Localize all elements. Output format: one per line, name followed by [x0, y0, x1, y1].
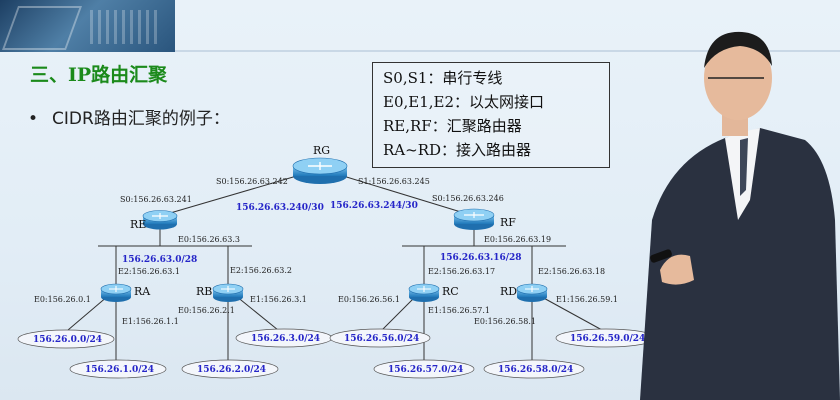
- label-a-e1: E1:156.26.1.1: [122, 317, 179, 326]
- net-n57-oval: 156.26.57.0/24: [373, 359, 475, 379]
- net-gf: 156.26.63.244/30: [330, 201, 418, 211]
- label-b-e2: E2:156.26.63.2: [230, 266, 292, 275]
- label-d-e2: E2:156.26.63.18: [538, 267, 605, 276]
- router-b: [212, 283, 244, 302]
- label-a-e2: E2:156.26.63.1: [118, 267, 180, 276]
- router-e-icon: [152, 213, 168, 219]
- router-b-icon: [221, 286, 235, 292]
- link-g-f: [339, 174, 475, 217]
- router-d-label: RD: [500, 285, 517, 298]
- legend-row-aggregation: RE,RF：汇聚路由器: [383, 117, 522, 135]
- clicker-icon: [650, 249, 672, 263]
- presenter-jacket: [640, 128, 840, 400]
- slide-title: 三、IP路由汇聚: [30, 64, 168, 86]
- router-d-icon: [525, 286, 539, 292]
- router-e: [142, 210, 178, 230]
- link-a-n0: [67, 295, 109, 331]
- net-n58: 156.26.58.0/24: [498, 365, 573, 375]
- bullet-dot-icon: •: [28, 109, 39, 129]
- net-n2-oval: 156.26.2.0/24: [181, 359, 279, 379]
- net-n2: 156.26.2.0/24: [197, 365, 266, 375]
- router-b-label: RB: [196, 285, 212, 298]
- net-n0: 156.26.0.0/24: [33, 335, 102, 345]
- router-g-icon: [308, 162, 332, 170]
- net-n56: 156.26.56.0/24: [344, 334, 419, 344]
- net-n1-oval: 156.26.1.0/24: [69, 359, 167, 379]
- label-f-s0: S0:156.26.63.246: [432, 194, 504, 203]
- label-a-e0: E0:156.26.0.1: [34, 295, 91, 304]
- legend-row-ethernet: E0,E1,E2：以太网接口: [383, 93, 545, 111]
- net-n1: 156.26.1.0/24: [85, 365, 154, 375]
- net-lan-f: 156.26.63.16/28: [440, 253, 522, 263]
- router-a-icon: [109, 286, 123, 292]
- legend-row-serial: S0,S1：串行专线: [383, 69, 503, 87]
- router-f: [453, 208, 495, 230]
- router-d: [516, 283, 548, 302]
- router-a: [100, 283, 132, 302]
- label-c-e2: E2:156.26.63.17: [428, 267, 495, 276]
- router-a-label: RA: [134, 285, 151, 298]
- presenter-hair: [704, 31, 772, 68]
- label-d-e1: E1:156.26.59.1: [556, 295, 618, 304]
- label-b-e1: E1:156.26.3.1: [250, 295, 307, 304]
- net-n57: 156.26.57.0/24: [388, 365, 463, 375]
- label-e-e0: E0:156.26.63.3: [178, 235, 240, 244]
- presenter-tie: [740, 138, 748, 196]
- label-d-e0: E0:156.26.58.1: [474, 317, 536, 326]
- net-lan-e: 156.26.63.0/28: [122, 255, 197, 265]
- bullet-item: • CIDR路由汇聚的例子：: [28, 104, 230, 129]
- header-divider: [175, 50, 840, 52]
- label-g-s0: S0:156.26.63.242: [216, 177, 288, 186]
- label-c-e1: E1:156.26.57.1: [428, 306, 490, 315]
- label-b-e0: E0:156.26.2.1: [178, 306, 235, 315]
- router-c-label: RC: [442, 285, 459, 298]
- net-n58-oval: 156.26.58.0/24: [483, 359, 585, 379]
- link-b-n3: [235, 295, 279, 331]
- presenter-hand: [660, 254, 694, 285]
- label-c-e0: E0:156.26.56.1: [338, 295, 400, 304]
- router-f-icon: [464, 212, 484, 218]
- router-c-icon: [417, 286, 431, 292]
- legend-row-access: RA~RD：接入路由器: [383, 141, 532, 159]
- net-n3: 156.26.3.0/24: [251, 334, 320, 344]
- router-g: [292, 157, 348, 184]
- label-e-s0: S0:156.26.63.241: [120, 195, 192, 204]
- router-c: [408, 283, 440, 302]
- router-e-label: RE: [130, 218, 146, 231]
- legend-box: S0,S1：串行专线 E0,E1,E2：以太网接口 RE,RF：汇聚路由器 RA…: [372, 62, 610, 168]
- label-f-e0: E0:156.26.63.19: [484, 235, 551, 244]
- router-f-label: RF: [500, 216, 516, 229]
- presenter-figure: [640, 31, 840, 400]
- link-c-n56: [381, 295, 417, 331]
- net-n3-oval: 156.26.3.0/24: [235, 328, 333, 348]
- net-n59: 156.26.59.0/24: [570, 334, 645, 344]
- header-banner-image: [0, 0, 175, 52]
- net-n56-oval: 156.26.56.0/24: [329, 328, 431, 348]
- link-d-n59: [539, 295, 603, 331]
- link-g-e: [159, 174, 301, 217]
- bullet-text: CIDR路由汇聚的例子：: [52, 109, 230, 129]
- net-n0-oval: 156.26.0.0/24: [17, 329, 115, 349]
- net-ge: 156.26.63.240/30: [236, 203, 324, 213]
- label-g-s1: S1:156.26.63.245: [358, 177, 430, 186]
- router-g-label: RG: [313, 144, 330, 157]
